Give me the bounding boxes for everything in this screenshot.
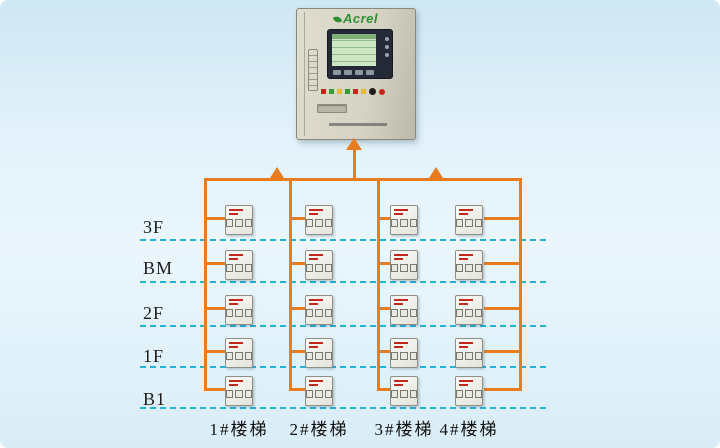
floor-label: 2F (143, 303, 165, 323)
monitor-device (305, 250, 333, 280)
red-button (379, 88, 385, 95)
device-stub (205, 262, 226, 265)
column-line-4 (519, 178, 522, 391)
up-arrow-to-panel (346, 138, 362, 150)
device-stub (378, 262, 391, 265)
yellow-indicator (361, 89, 366, 94)
yellow-indicator (337, 89, 342, 94)
lcd-screen-module (327, 29, 393, 79)
device-stub (484, 388, 520, 391)
screen-side-buttons (385, 37, 389, 57)
monitor-device (225, 205, 253, 235)
floor-dashed-line (140, 325, 546, 327)
device-stub (205, 307, 226, 310)
acrel-logo: Acrel (297, 11, 415, 26)
monitor-device (225, 376, 253, 406)
monitor-device (455, 250, 483, 280)
floor-label: 1F (143, 346, 165, 366)
red-indicator (321, 89, 326, 94)
monitor-device (305, 295, 333, 325)
brand-text: Acrel (342, 11, 379, 26)
device-stub (290, 388, 306, 391)
screen-function-keys (333, 70, 374, 75)
device-stub (290, 262, 306, 265)
monitor-device (305, 376, 333, 406)
monitor-device (305, 338, 333, 368)
indicator-buttons (321, 88, 385, 95)
monitor-device (390, 295, 418, 325)
monitor-device (455, 295, 483, 325)
monitor-device (305, 205, 333, 235)
monitor-device (390, 376, 418, 406)
level-gauge (308, 49, 318, 91)
monitor-device (390, 338, 418, 368)
black-knob (369, 88, 376, 95)
device-stub (205, 388, 226, 391)
device-stub (290, 307, 306, 310)
floor-label: B1 (143, 389, 167, 409)
device-stub (290, 217, 306, 220)
monitor-device (455, 205, 483, 235)
column-line-3 (377, 178, 380, 391)
floor-dashed-line (140, 239, 546, 241)
monitor-device (390, 250, 418, 280)
monitor-device (455, 338, 483, 368)
device-stub (484, 217, 520, 220)
floor-dashed-line (140, 366, 546, 368)
green-indicator (345, 89, 350, 94)
bus-up-arrow (270, 167, 284, 178)
monitor-device (390, 205, 418, 235)
cabinet-door-seam (304, 12, 305, 136)
column-line-1 (204, 178, 207, 391)
staircase-label: 2#楼梯 (289, 420, 349, 439)
green-indicator (329, 89, 334, 94)
device-stub (290, 350, 306, 353)
floor-dashed-line (140, 407, 546, 409)
red-indicator (353, 89, 358, 94)
device-stub (378, 217, 391, 220)
device-stub (378, 307, 391, 310)
monitor-device (225, 295, 253, 325)
device-stub (205, 350, 226, 353)
monitor-device (455, 376, 483, 406)
monitor-device (225, 338, 253, 368)
staircase-label: 4#楼梯 (439, 420, 499, 439)
panel-riser-line (353, 150, 356, 181)
device-stub (484, 307, 520, 310)
device-stub (378, 388, 391, 391)
monitor-device (225, 250, 253, 280)
device-stub (484, 350, 520, 353)
device-stub (484, 262, 520, 265)
floor-dashed-line (140, 281, 546, 283)
staircase-label: 1#楼梯 (209, 420, 269, 439)
device-stub (205, 217, 226, 220)
lcd-display (332, 34, 376, 66)
bus-up-arrow (429, 167, 443, 178)
device-stub (378, 350, 391, 353)
printer-slot (317, 104, 347, 113)
acrel-leaf-icon (332, 14, 343, 25)
horizontal-bus-line (204, 178, 522, 181)
floor-label: 3F (143, 217, 165, 237)
panel-caption-text (329, 123, 387, 126)
column-line-2 (289, 178, 292, 391)
monitoring-panel: Acrel (296, 8, 416, 140)
staircase-label: 3#楼梯 (374, 420, 434, 439)
floor-label: BM (143, 258, 174, 278)
